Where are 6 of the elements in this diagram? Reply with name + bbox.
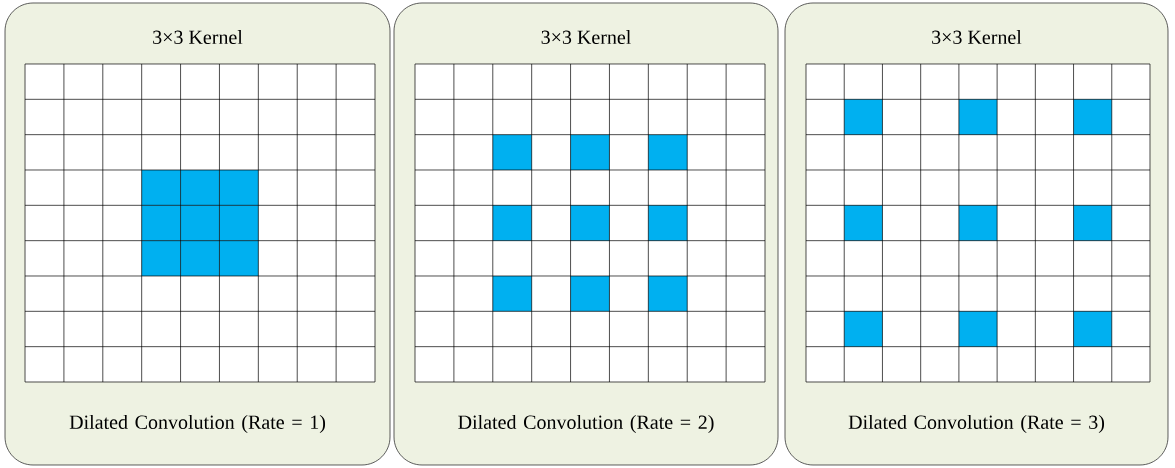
panel-caption: Dilated Convolution (Rate = 2) bbox=[458, 414, 714, 434]
panel-caption: Dilated Convolution (Rate = 3) bbox=[848, 414, 1105, 434]
panel-title: 3×3 Kernel bbox=[153, 29, 243, 45]
panel-title: 3×3 Kernel bbox=[932, 29, 1022, 45]
panel-title: 3×3 Kernel bbox=[541, 29, 631, 45]
panel-caption: Dilated Convolution (Rate = 1) bbox=[69, 414, 326, 434]
